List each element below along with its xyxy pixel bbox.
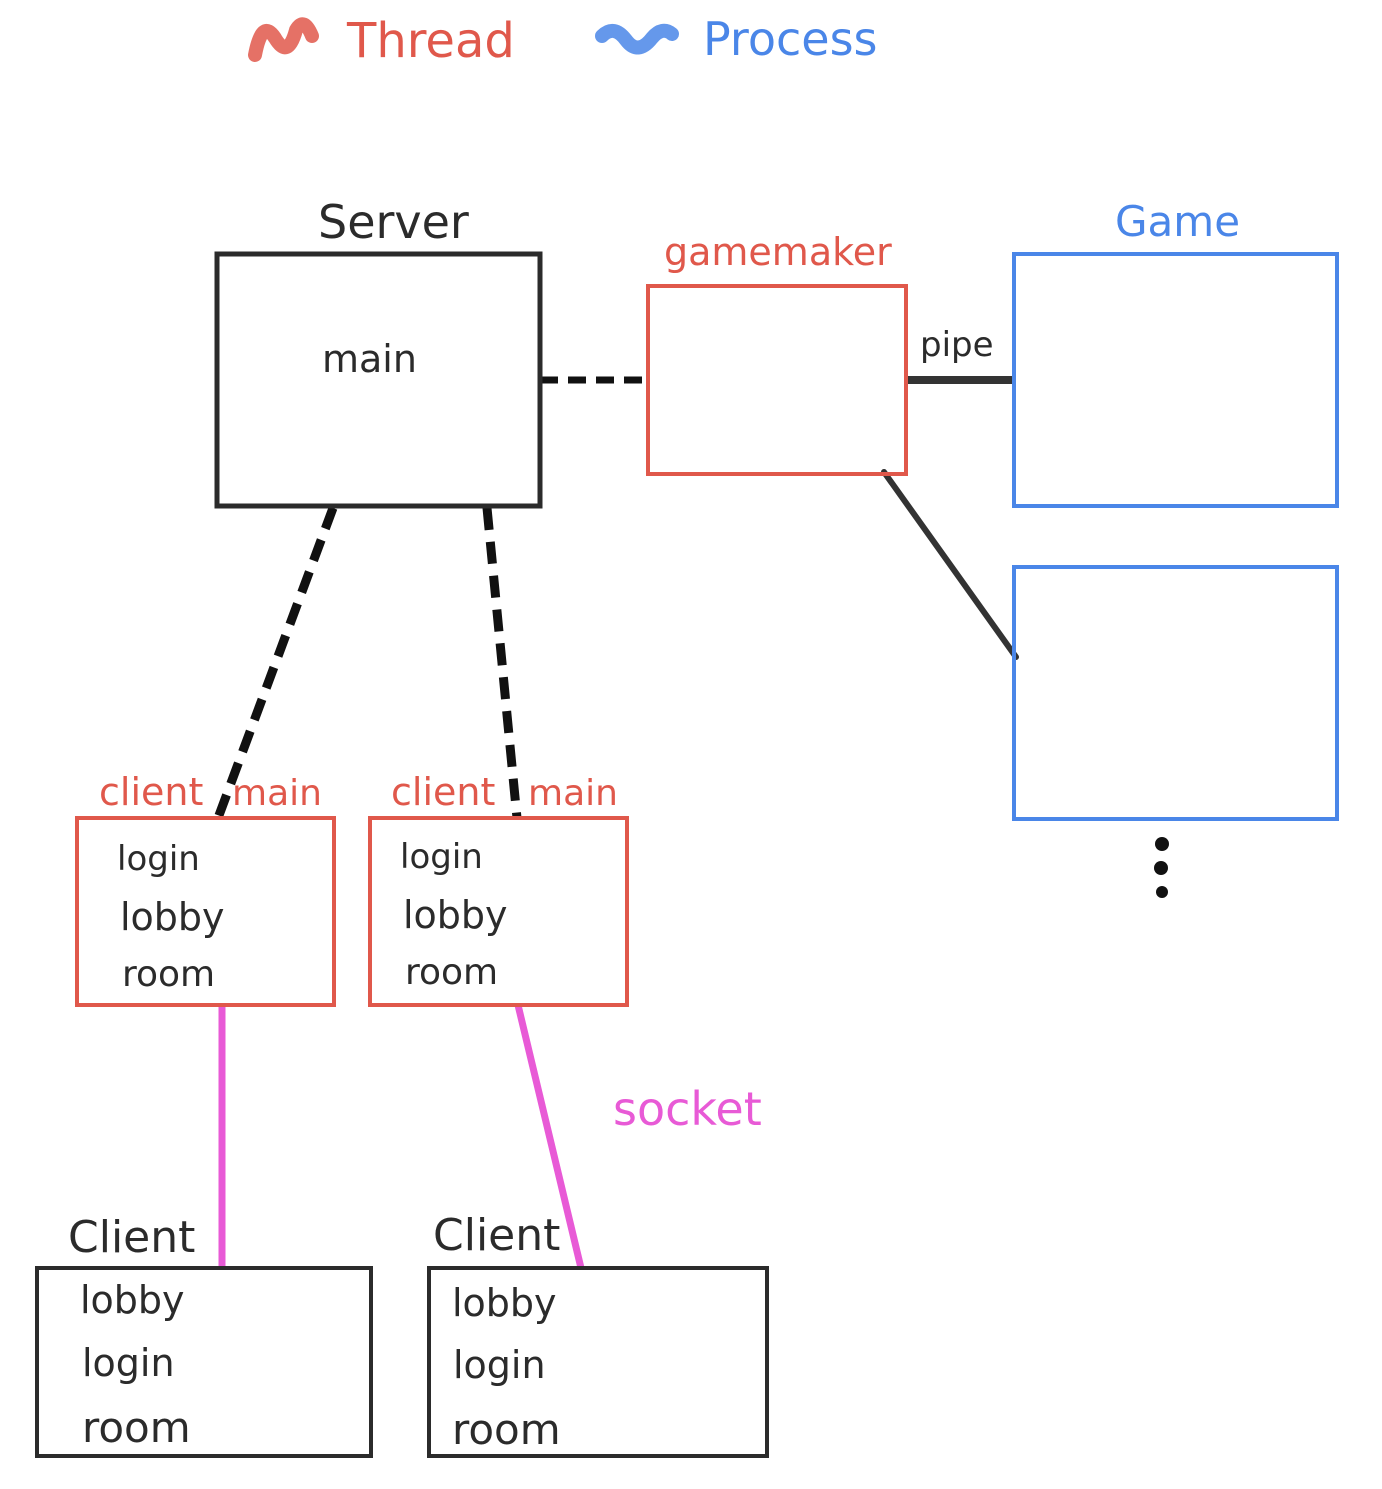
legend-thread-label: Thread <box>346 13 515 69</box>
client-process-2: Client lobby login room <box>427 1210 769 1458</box>
game-process-box-2 <box>1012 565 1339 821</box>
process-swatch-icon <box>595 23 679 55</box>
legend: Thread Process <box>248 12 878 69</box>
client-process-item: login <box>82 1341 175 1385</box>
client-thread-title-left: client <box>99 770 203 814</box>
gamemaker-thread: gamemaker pipe <box>646 230 994 476</box>
client-thread-item: login <box>400 837 483 877</box>
client-process-item: lobby <box>452 1281 557 1325</box>
socket-line-2 <box>514 1004 585 1269</box>
socket-label: socket <box>613 1082 762 1136</box>
client-process-item: login <box>453 1343 546 1387</box>
server-process: Server main <box>214 195 543 509</box>
gamemaker-title: gamemaker <box>664 230 892 274</box>
server-box <box>214 251 543 509</box>
client-thread-item: lobby <box>120 895 225 939</box>
client-thread-title-left: client <box>391 770 495 814</box>
client-process-box <box>35 1266 373 1458</box>
client-thread-item: room <box>122 954 215 995</box>
client-thread-item: lobby <box>403 893 508 937</box>
connectors <box>213 376 1019 1269</box>
server-client1-link <box>213 506 338 820</box>
vertical-ellipsis-icon <box>1154 837 1169 898</box>
client-thread-box <box>75 816 336 1007</box>
client-thread-title-right: main <box>232 773 322 814</box>
client-process-1: Client lobby login room <box>35 1212 373 1458</box>
game-processes: Game <box>1012 197 1339 898</box>
client-process-item: lobby <box>80 1278 185 1322</box>
client-thread-item: login <box>117 839 200 879</box>
gamemaker-box <box>646 284 908 476</box>
game-process-box-1 <box>1012 252 1339 508</box>
client-thread-1: client main login lobby room <box>75 770 336 1007</box>
server-client2-link <box>482 507 522 819</box>
game-title: Game <box>1115 197 1240 246</box>
client-process-item: room <box>82 1403 191 1452</box>
client-thread-item: room <box>405 952 498 993</box>
client-process-title: Client <box>68 1212 195 1263</box>
client-process-title: Client <box>433 1210 560 1261</box>
gamemaker-game2-link <box>881 469 1019 660</box>
pipe-label: pipe <box>920 325 994 365</box>
server-main-thread-label: main <box>322 337 417 381</box>
client-process-item: room <box>452 1405 561 1454</box>
legend-process-label: Process <box>703 12 878 66</box>
client-thread-2: client main login lobby room <box>368 770 629 1007</box>
server-title: Server <box>318 195 469 249</box>
thread-swatch-icon <box>248 17 319 62</box>
client-process-box <box>427 1266 769 1458</box>
client-thread-title-right: main <box>528 773 618 814</box>
client-thread-box <box>368 816 629 1007</box>
